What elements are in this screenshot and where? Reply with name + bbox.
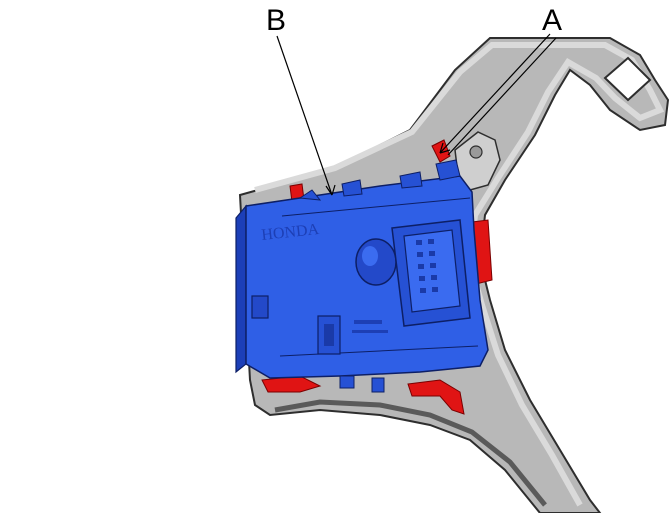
leader-arrow-a [439, 142, 451, 154]
callout-a: A [542, 4, 562, 37]
leader-lines [276, 33, 557, 196]
brand-text: HONDA [261, 221, 321, 244]
leader-line-a-2 [447, 37, 557, 156]
leader-arrow-b [325, 184, 336, 196]
leader-line-b [276, 35, 333, 196]
label-marking [352, 320, 388, 333]
leader-line-a [439, 33, 551, 154]
switch-module: HONDA [235, 159, 489, 393]
callout-b: B [266, 4, 286, 37]
connector-pins [416, 239, 438, 293]
